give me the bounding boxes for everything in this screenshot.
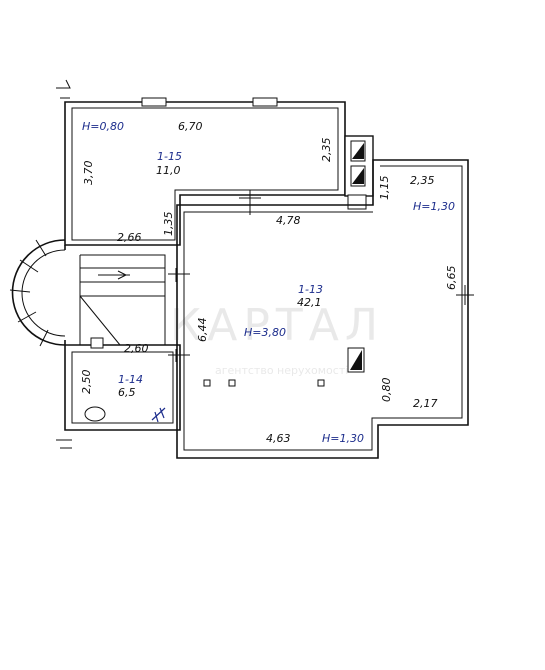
vent-mark <box>352 143 364 159</box>
dimension-label: 1,15 <box>378 176 391 201</box>
break-line <box>56 439 72 449</box>
room-1-15-inner-walls <box>71 107 339 241</box>
toilet-icon <box>84 406 106 422</box>
vent-mark <box>350 350 362 370</box>
door-mark <box>239 190 261 215</box>
dimension-label: 4,63 <box>266 432 291 445</box>
column <box>317 379 325 387</box>
room-1-13-walls <box>176 159 469 459</box>
room-id: 1-14 <box>118 373 143 386</box>
height-label: H=1,30 <box>413 200 455 213</box>
height-label: H=1,30 <box>322 432 364 445</box>
vent-mark <box>352 168 364 184</box>
door-mark <box>168 268 190 282</box>
dimension-label: 2,66 <box>117 231 142 244</box>
room-id: 1-13 <box>298 283 323 296</box>
dimension-label: 6,70 <box>178 120 203 133</box>
sink-icon <box>90 337 104 349</box>
dimension-label: 2,17 <box>413 397 438 410</box>
dimension-label: 2,35 <box>320 138 333 163</box>
room-area: 6,5 <box>118 386 136 399</box>
window <box>141 97 167 107</box>
dimension-label: 1,35 <box>162 212 175 237</box>
dimension-label: 2,35 <box>410 174 435 187</box>
dimension-label: 2,60 <box>124 342 149 355</box>
dimension-label: 0,80 <box>380 378 393 403</box>
watermark-tagline: агентство нерухомості <box>215 364 348 377</box>
dimension-label: 6,65 <box>445 266 458 291</box>
small-block <box>347 194 367 210</box>
column <box>203 379 211 387</box>
watermark-brand: КАРТАЛ <box>170 300 384 351</box>
room-1-14-inner <box>71 351 174 424</box>
room-area: 42,1 <box>297 296 322 309</box>
window <box>252 97 278 107</box>
break-line <box>56 79 71 99</box>
dimension-label: 3,70 <box>82 161 95 186</box>
dimension-label: 6,44 <box>196 318 209 343</box>
shower-icon <box>151 407 166 423</box>
stair-arrow <box>98 270 130 280</box>
room-1-13-inner <box>183 165 463 451</box>
dimension-label: 2,50 <box>80 370 93 395</box>
door-mark <box>168 349 190 362</box>
height-label: H=0,80 <box>82 120 124 133</box>
stairs <box>79 254 166 346</box>
room-1-14-walls <box>64 344 181 431</box>
column <box>228 379 236 387</box>
bay-window-inner <box>21 249 66 337</box>
bay-window <box>11 239 66 346</box>
door-mark <box>456 285 474 305</box>
room-id: 1-15 <box>157 150 182 163</box>
room-area: 11,0 <box>156 164 181 177</box>
bay-window-lines <box>9 239 49 347</box>
dimension-label: 4,78 <box>276 214 301 227</box>
height-label: H=3,80 <box>244 326 286 339</box>
